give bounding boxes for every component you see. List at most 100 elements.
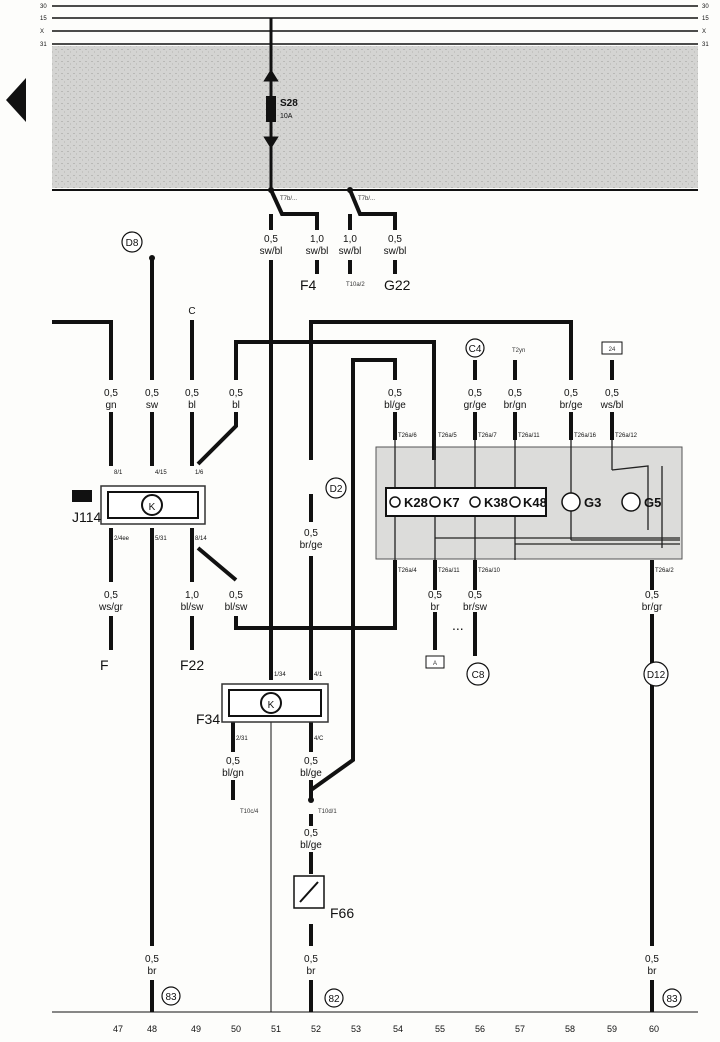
svg-text:0,5: 0,5 (605, 388, 619, 399)
connector-label: T7b/... (280, 196, 297, 202)
svg-text:1/6: 1/6 (195, 470, 204, 476)
fuse-rating: 10A (280, 113, 293, 120)
svg-text:59: 59 (607, 1024, 617, 1034)
svg-text:0,5: 0,5 (185, 388, 199, 399)
svg-text:0,5: 0,5 (428, 590, 442, 601)
ref-f4: F4 (300, 277, 317, 293)
pin-labels: T26a/6 T26a/5 T26a/7 T26a/11 T26a/16 T26… (114, 433, 674, 742)
back-arrow-icon[interactable] (6, 78, 26, 122)
svg-text:T26a/10: T26a/10 (478, 568, 501, 574)
svg-text:0,5: 0,5 (388, 234, 402, 245)
svg-text:56: 56 (475, 1024, 485, 1034)
svg-text:sw: sw (146, 400, 159, 411)
svg-text:bl/ge: bl/ge (300, 768, 322, 779)
ref-d12: D12 (647, 670, 666, 681)
svg-text:K: K (268, 700, 275, 711)
svg-text:8/14: 8/14 (195, 536, 207, 542)
rail-label: 15 (702, 16, 709, 22)
svg-text:0,5: 0,5 (226, 756, 240, 767)
lamp-k7: K7 (443, 495, 460, 510)
svg-text:T26a/11: T26a/11 (438, 568, 460, 574)
svg-text:4/C: 4/C (314, 736, 324, 742)
svg-text:0,5: 0,5 (229, 388, 243, 399)
svg-text:54: 54 (393, 1024, 403, 1034)
svg-text:0,5: 0,5 (145, 954, 159, 965)
wires (52, 189, 654, 1012)
svg-text:52: 52 (311, 1024, 321, 1034)
svg-text:0,5: 0,5 (104, 388, 118, 399)
svg-text:T26a/16: T26a/16 (574, 433, 597, 439)
connector-label: T7b/... (358, 196, 375, 202)
svg-text:47: 47 (113, 1024, 123, 1034)
svg-text:br/ge: br/ge (560, 400, 583, 411)
ref-c4: C4 (469, 344, 482, 355)
ref-c8: C8 (472, 670, 485, 681)
rail-label: X (702, 29, 706, 35)
ref-c: C (188, 306, 195, 317)
svg-text:bl/sw: bl/sw (225, 602, 249, 613)
svg-text:T26a/2: T26a/2 (655, 568, 674, 574)
svg-text:55: 55 (435, 1024, 445, 1034)
svg-text:0,5: 0,5 (304, 756, 318, 767)
relay-label: J114 (72, 509, 102, 525)
svg-text:ws/gr: ws/gr (98, 602, 124, 613)
k-symbol-icon (141, 494, 163, 516)
svg-text:T26a/6: T26a/6 (398, 433, 417, 439)
svg-text:br: br (648, 966, 658, 977)
svg-text:2/4ee: 2/4ee (114, 536, 130, 542)
connector-label: T10a/2 (346, 282, 365, 288)
svg-text:br: br (148, 966, 158, 977)
svg-text:0,5: 0,5 (468, 590, 482, 601)
lamp-k28: K28 (404, 495, 428, 510)
svg-text:5/31: 5/31 (155, 536, 167, 542)
svg-text:2/31: 2/31 (236, 736, 248, 742)
svg-text:sw/bl: sw/bl (306, 246, 329, 257)
ref-box: 24 (609, 347, 616, 353)
wire-labels: 0,5sw/bl 1,0sw/bl 1,0sw/bl 0,5sw/bl 0,5g… (98, 234, 663, 977)
svg-text:gn: gn (105, 400, 116, 411)
connector-label: T2yn (512, 348, 525, 354)
svg-text:bl/sw: bl/sw (181, 602, 205, 613)
svg-text:0,5: 0,5 (468, 388, 482, 399)
svg-text:4/1: 4/1 (314, 672, 323, 678)
svg-text:T26a/11: T26a/11 (518, 433, 540, 439)
svg-text:57: 57 (515, 1024, 525, 1034)
svg-text:1/34: 1/34 (274, 672, 286, 678)
svg-text:bl: bl (232, 400, 240, 411)
svg-text:0,5: 0,5 (564, 388, 578, 399)
ground-ref: 83 (666, 994, 678, 1005)
svg-text:T26a/5: T26a/5 (438, 433, 457, 439)
svg-text:1,0: 1,0 (185, 590, 199, 601)
svg-text:0,5: 0,5 (145, 388, 159, 399)
svg-text:bl/ge: bl/ge (300, 840, 322, 851)
svg-text:br: br (431, 602, 441, 613)
supply-rails (52, 5, 698, 1013)
svg-text:0,5: 0,5 (304, 954, 318, 965)
svg-text:0,5: 0,5 (304, 528, 318, 539)
svg-text:49: 49 (191, 1024, 201, 1034)
svg-text:T26a/7: T26a/7 (478, 433, 497, 439)
ref-d8: D8 (126, 238, 139, 249)
rail-label: 31 (40, 42, 47, 48)
svg-text:sw/bl: sw/bl (260, 246, 283, 257)
svg-text:0,5: 0,5 (229, 590, 243, 601)
svg-text:br: br (307, 966, 317, 977)
ref-box: A (433, 661, 437, 667)
svg-text:8/1: 8/1 (114, 470, 123, 476)
svg-text:0,5: 0,5 (508, 388, 522, 399)
ground-ref: 82 (328, 994, 340, 1005)
continuation: ... (452, 617, 464, 633)
svg-text:53: 53 (351, 1024, 361, 1034)
svg-text:T26a/4: T26a/4 (398, 568, 417, 574)
connector-label: T10c/4 (240, 809, 259, 815)
ref-d2: D2 (330, 484, 343, 495)
svg-text:sw/bl: sw/bl (339, 246, 362, 257)
fuse-box-area (52, 46, 698, 188)
connector-label: T10d/1 (318, 809, 337, 815)
svg-text:0,5: 0,5 (104, 590, 118, 601)
svg-text:50: 50 (231, 1024, 241, 1034)
svg-text:bl: bl (188, 400, 196, 411)
svg-text:br/ge: br/ge (300, 540, 323, 551)
